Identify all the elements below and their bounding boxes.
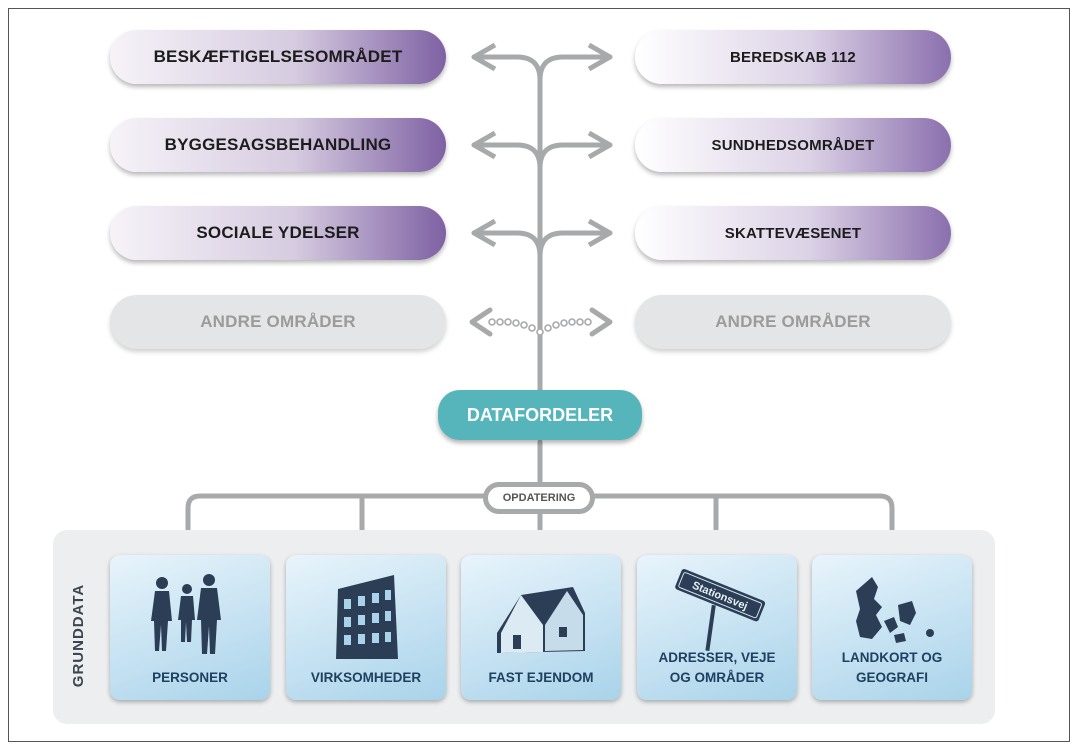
- area-label: BESKÆFTIGELSESOMRÅDET: [153, 47, 403, 66]
- arrow-left-1: [471, 42, 543, 83]
- denmark-map-icon: [856, 577, 934, 643]
- card-virksomheder: VIRKSOMHEDER: [286, 555, 446, 700]
- area-label: SUNDHEDSOMRÅDET: [711, 136, 875, 154]
- area-beskaeftigelse: BESKÆFTIGELSESOMRÅDET: [110, 30, 446, 84]
- area-skat: SKATTEVÆSENET: [635, 206, 951, 260]
- area-label: BEREDSKAB 112: [730, 48, 856, 66]
- card-landkort: LANDKORT OG GEOGRAFI: [812, 555, 972, 700]
- card-personer: PERSONER: [110, 555, 270, 700]
- arrow-right-3: [537, 218, 613, 259]
- arrow-left-2: [471, 130, 543, 171]
- area-label: SKATTEVÆSENET: [724, 224, 862, 242]
- grunddata-label: GRUNDDATA: [70, 583, 88, 687]
- area-andre-right: ANDRE OMRÅDER: [635, 295, 951, 349]
- card-adresser: Stationsvej ADRESSER, VEJE OG OMRÅDER: [637, 555, 797, 700]
- area-byggesag: BYGGESAGSBEHANDLING: [110, 118, 446, 172]
- card-label: PERSONER: [152, 670, 228, 685]
- arrow-left-3: [471, 218, 543, 259]
- house-icon: [497, 587, 585, 653]
- card-label: VIRKSOMHEDER: [310, 670, 422, 685]
- grunddata-title: GRUNDDATA: [55, 560, 103, 710]
- figure-frame: [8, 8, 1070, 742]
- datafordeler-node: DATAFORDELER: [438, 390, 642, 440]
- opdatering-label: OPDATERING: [502, 492, 576, 504]
- area-label: ANDRE OMRÅDER: [200, 312, 356, 331]
- area-sociale-ydelser: SOCIALE YDELSER: [110, 206, 446, 260]
- dotted-arrows: [488, 318, 592, 336]
- area-beredskab: BEREDSKAB 112: [635, 30, 951, 84]
- arrow-right-1: [537, 42, 613, 83]
- card-fast-ejendom: FAST EJENDOM: [461, 555, 621, 700]
- area-andre-left: ANDRE OMRÅDER: [110, 295, 446, 349]
- area-label: ANDRE OMRÅDER: [715, 312, 871, 331]
- card-label: LANDKORT OG GEOGRAFI: [841, 650, 943, 685]
- area-label: SOCIALE YDELSER: [196, 223, 360, 242]
- datafordeler-label: DATAFORDELER: [466, 404, 614, 425]
- area-label: BYGGESAGSBEHANDLING: [164, 135, 392, 154]
- building-icon: [336, 575, 398, 659]
- card-label: FAST EJENDOM: [488, 670, 594, 685]
- area-sundhed: SUNDHEDSOMRÅDET: [635, 118, 951, 172]
- people-icon: [151, 574, 221, 654]
- card-label: ADRESSER, VEJE OG OMRÅDER: [658, 650, 776, 685]
- street-sign-icon: Stationsvej: [675, 569, 766, 652]
- arrow-right-2: [537, 130, 613, 171]
- opdatering-node: OPDATERING: [483, 482, 595, 514]
